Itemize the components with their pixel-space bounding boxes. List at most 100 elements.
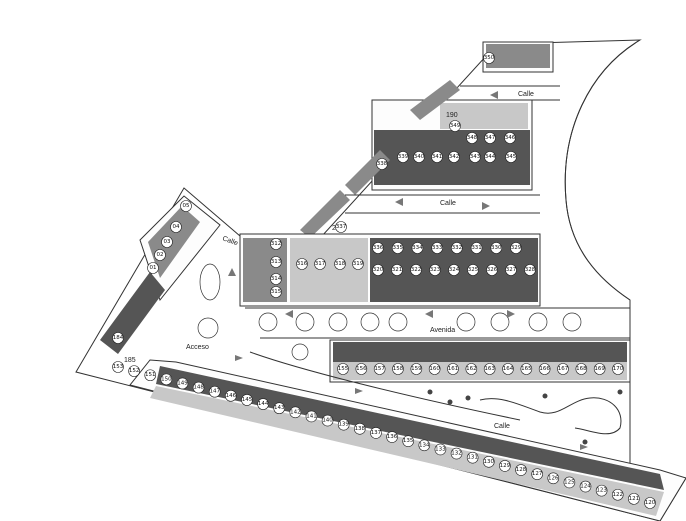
lot-number-158[interactable]: 158	[393, 366, 404, 372]
lot-number-139[interactable]: 139	[338, 422, 349, 428]
lot-number-184[interactable]: 184	[113, 335, 124, 341]
lot-number-156[interactable]: 156	[356, 366, 367, 372]
lot-number-02[interactable]: 02	[157, 252, 164, 258]
lot-number-317[interactable]: 317	[315, 261, 326, 267]
lot-number-338[interactable]: 338	[377, 161, 388, 167]
lot-number-164[interactable]: 164	[503, 366, 514, 372]
lot-number-316[interactable]: 316	[297, 261, 308, 267]
lot-number-151[interactable]: 151	[145, 372, 156, 378]
lot-number-134[interactable]: 134	[419, 442, 430, 448]
lot-number-169[interactable]: 169	[594, 366, 605, 372]
lot-number-144[interactable]: 144	[258, 401, 269, 407]
lot-number-138[interactable]: 138	[355, 426, 366, 432]
lot-number-333[interactable]: 333	[432, 245, 443, 251]
lot-marker-circle	[484, 151, 496, 163]
lot-number-126[interactable]: 126	[548, 475, 559, 481]
lot-number-124[interactable]: 124	[580, 484, 591, 490]
lot-number-137[interactable]: 137	[371, 430, 382, 436]
lot-number-328[interactable]: 328	[525, 267, 536, 273]
lot-number-129[interactable]: 129	[500, 463, 511, 469]
lot-number-345[interactable]: 345	[506, 154, 517, 160]
lot-number-346[interactable]: 346	[505, 135, 516, 141]
lot-number-336[interactable]: 336	[373, 245, 384, 251]
lot-number-04[interactable]: 04	[173, 224, 180, 230]
lot-number-315[interactable]: 315	[271, 289, 282, 295]
lot-number-03[interactable]: 03	[164, 239, 171, 245]
lot-number-318[interactable]: 318	[335, 261, 346, 267]
lot-number-148[interactable]: 148	[193, 385, 204, 391]
lot-number-327[interactable]: 327	[506, 267, 517, 273]
lot-marker-circle	[563, 476, 576, 489]
lot-number-125[interactable]: 125	[564, 479, 575, 485]
lot-number-344[interactable]: 344	[485, 154, 496, 160]
lot-number-342[interactable]: 342	[449, 154, 460, 160]
lot-number-149[interactable]: 149	[177, 380, 188, 386]
lot-number-335[interactable]: 335	[392, 245, 403, 251]
lot-marker-circle	[467, 264, 479, 276]
lot-number-350[interactable]: 350	[484, 55, 495, 61]
lot-number-331[interactable]: 331	[471, 245, 482, 251]
lot-marker-circle	[486, 264, 498, 276]
lot-number-159[interactable]: 159	[411, 366, 422, 372]
lot-number-320[interactable]: 320	[373, 267, 384, 273]
lot-number-168[interactable]: 168	[576, 366, 587, 372]
lot-number-141[interactable]: 141	[306, 413, 317, 419]
lot-number-123[interactable]: 123	[596, 488, 607, 494]
lot-number-332[interactable]: 332	[452, 245, 463, 251]
lot-number-337[interactable]: 337	[336, 224, 347, 230]
lot-number-157[interactable]: 157	[374, 366, 385, 372]
lot-number-347[interactable]: 347	[485, 135, 496, 141]
lot-number-140[interactable]: 140	[322, 418, 333, 424]
lot-number-162[interactable]: 162	[466, 366, 477, 372]
lot-number-324[interactable]: 324	[449, 267, 460, 273]
lot-number-153[interactable]: 153	[113, 364, 124, 370]
lot-number-340[interactable]: 340	[414, 154, 425, 160]
lot-number-325[interactable]: 325	[468, 267, 479, 273]
lot-number-170[interactable]: 170	[613, 366, 624, 372]
lot-number-167[interactable]: 167	[558, 366, 569, 372]
lot-number-319[interactable]: 319	[353, 261, 364, 267]
lot-number-147[interactable]: 147	[209, 389, 220, 395]
lot-number-313[interactable]: 313	[271, 259, 282, 265]
lot-number-146[interactable]: 146	[226, 393, 237, 399]
lot-number-314[interactable]: 314	[271, 276, 282, 282]
lot-number-326[interactable]: 326	[487, 267, 498, 273]
lot-number-166[interactable]: 166	[539, 366, 550, 372]
lot-number-145[interactable]: 145	[242, 397, 253, 403]
lot-number-348[interactable]: 348	[467, 135, 478, 141]
lot-number-132[interactable]: 132	[451, 451, 462, 457]
lot-number-122[interactable]: 122	[613, 492, 624, 498]
lot-number-155[interactable]: 155	[338, 366, 349, 372]
lot-number-152[interactable]: 152	[129, 368, 140, 374]
lot-number-127[interactable]: 127	[532, 471, 543, 477]
lot-number-341[interactable]: 341	[432, 154, 443, 160]
lot-number-130[interactable]: 130	[484, 459, 495, 465]
lot-number-136[interactable]: 136	[387, 434, 398, 440]
lot-number-161[interactable]: 161	[448, 366, 459, 372]
lot-number-163[interactable]: 163	[484, 366, 495, 372]
lot-number-322[interactable]: 322	[411, 267, 422, 273]
lot-number-01[interactable]: 01	[150, 265, 157, 271]
lot-number-165[interactable]: 165	[521, 366, 532, 372]
lot-number-160[interactable]: 160	[429, 366, 440, 372]
lot-number-334[interactable]: 334	[412, 245, 423, 251]
lot-number-05[interactable]: 05	[183, 203, 190, 209]
lot-number-339[interactable]: 339	[398, 154, 409, 160]
lot-number-330[interactable]: 330	[491, 245, 502, 251]
lot-number-312[interactable]: 312	[271, 241, 282, 247]
lot-number-143[interactable]: 143	[274, 405, 285, 411]
lot-number-135[interactable]: 135	[403, 438, 414, 444]
lot-number-120[interactable]: 120	[645, 500, 656, 506]
lot-number-321[interactable]: 321	[392, 267, 403, 273]
lot-number-343[interactable]: 343	[470, 154, 481, 160]
lot-marker-circle	[413, 151, 425, 163]
lot-number-131[interactable]: 131	[467, 455, 478, 461]
lot-number-150[interactable]: 150	[161, 376, 172, 382]
lot-number-142[interactable]: 142	[290, 409, 301, 415]
lot-number-133[interactable]: 133	[435, 446, 446, 452]
lot-number-349[interactable]: 349	[450, 123, 461, 129]
lot-number-323[interactable]: 323	[430, 267, 441, 273]
lot-number-329[interactable]: 329	[511, 245, 522, 251]
lot-number-128[interactable]: 128	[516, 467, 527, 473]
lot-number-121[interactable]: 121	[629, 496, 640, 502]
